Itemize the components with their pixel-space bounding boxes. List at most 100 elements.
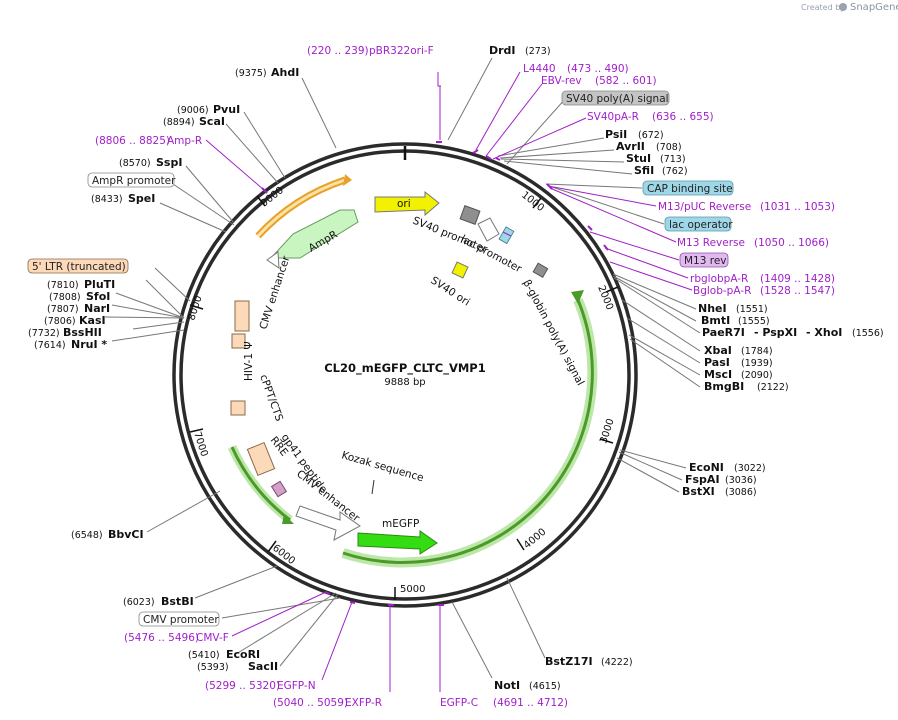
feature-capsules: SV40 poly(A) signal CAP binding site lac… bbox=[27, 90, 734, 627]
primer-m13-reverse-name: M13 Reverse bbox=[677, 237, 745, 249]
avrii-leader bbox=[499, 149, 615, 159]
site-xbai-name: XbaI bbox=[704, 344, 732, 357]
tick-4000-label: 4000 bbox=[522, 527, 549, 552]
tick-3000-label: 3000 bbox=[598, 417, 616, 445]
primer-cmv-f-range: (5476 .. 5496) bbox=[124, 632, 199, 644]
feature-arcs bbox=[227, 174, 598, 568]
amp-r-leader bbox=[205, 139, 265, 191]
site-nari-name: NarI bbox=[84, 302, 110, 315]
capsule-cap-binding-site-label: CAP binding site bbox=[647, 183, 733, 195]
capsule-cmv-promoter bbox=[138, 611, 220, 627]
primer-egfp-n-range: (5299 .. 5320) bbox=[205, 680, 280, 692]
capsule-m13-rev bbox=[679, 252, 729, 268]
site-pasi-pos: (1939) bbox=[741, 358, 773, 369]
ori-label: ori bbox=[397, 198, 411, 210]
site-nrui-pos: (7614) bbox=[34, 340, 66, 351]
site-drdi-name: DrdI bbox=[489, 44, 516, 57]
tick-4000-mark bbox=[516, 538, 525, 551]
site-xhoi-pos: (1556) bbox=[852, 328, 884, 339]
tick-3000-mark bbox=[599, 438, 614, 444]
primer-amp-r-name: Amp-R bbox=[167, 135, 202, 147]
green-feature-arc bbox=[342, 299, 594, 564]
cppt-cts-box bbox=[230, 400, 246, 416]
m13-reverse-mark bbox=[587, 225, 593, 231]
site-bmgbi-name: BmgBI bbox=[704, 380, 744, 393]
cap-lac-marks bbox=[498, 226, 515, 245]
site-bstz17i-pos: (4222) bbox=[601, 657, 633, 668]
site-pvui-pos: (9006) bbox=[177, 105, 209, 116]
psii-leader bbox=[497, 137, 605, 157]
pasi-leader bbox=[626, 317, 701, 364]
bmgbi-leader bbox=[629, 338, 701, 388]
capsule-m13-rev-label: M13 rev bbox=[684, 255, 727, 267]
site-kasi-name: KasI bbox=[79, 314, 106, 327]
site-bmti-name: BmtI bbox=[701, 314, 730, 327]
plasmid-length: 9888 bp bbox=[384, 377, 425, 388]
site-nrui-name: NruI * bbox=[71, 338, 107, 351]
pluti-leader bbox=[145, 279, 185, 319]
capsule-lac-operator bbox=[664, 216, 732, 232]
tick-8000-mark bbox=[189, 304, 204, 310]
site-sfii-name: SfiI bbox=[634, 164, 654, 177]
primer-pbr322ori-f-range: (220 .. 239) bbox=[307, 45, 369, 57]
egfp-n-mark bbox=[349, 601, 356, 604]
site-ecori-pos: (5410) bbox=[188, 650, 220, 661]
m13-puc-mark bbox=[546, 183, 553, 190]
orange-feature-arrowhead bbox=[343, 174, 352, 186]
brand-name: SnapGene bbox=[850, 2, 898, 13]
primer-cmv-f-name: CMV-F bbox=[196, 632, 229, 644]
primer-egfp-c-name: EGFP-C bbox=[440, 697, 478, 709]
primer-m13-reverse-range: (1050 .. 1066) bbox=[754, 237, 829, 249]
site-stui-pos: (713) bbox=[660, 154, 686, 165]
site-bbvci-pos: (6548) bbox=[71, 530, 103, 541]
primer-bglob-pa-r-range: (1528 .. 1547) bbox=[760, 285, 835, 297]
sfoi-leader bbox=[115, 292, 185, 319]
primer-exfp-r-range: (5040 .. 5059) bbox=[273, 697, 348, 709]
site-drdi-pos: (273) bbox=[525, 46, 551, 57]
kasi-leader bbox=[104, 316, 185, 319]
site-nari-pos: (7807) bbox=[47, 304, 79, 315]
ltr-leader bbox=[154, 267, 191, 302]
site-stui-name: StuI bbox=[626, 152, 651, 165]
rre-box bbox=[246, 441, 276, 477]
site-spei-name: SpeI bbox=[128, 192, 155, 205]
capsule-cap-binding-site bbox=[642, 180, 734, 196]
primer-l4440-range: (473 .. 490) bbox=[567, 63, 629, 75]
site-bbvci-name: BbvCI bbox=[108, 528, 144, 541]
site-pluti-name: PluTI bbox=[84, 278, 115, 291]
site-sspi-name: SspI bbox=[156, 156, 182, 169]
cmv-enhancer-arc-fill bbox=[234, 270, 253, 301]
orange-feature-arc-inner bbox=[256, 178, 346, 238]
xbai-leader bbox=[621, 299, 701, 352]
site-econi-pos: (3022) bbox=[734, 463, 766, 474]
site-bstxi-pos: (3086) bbox=[725, 487, 757, 498]
primer-sv40pa-r-name: SV40pA-R bbox=[587, 111, 639, 123]
site-ahdi-name: AhdI bbox=[271, 66, 299, 79]
green-left-arrowhead bbox=[282, 514, 294, 524]
primer-labels: (220 .. 239) pBR322ori-F L4440 (473 .. 4… bbox=[95, 45, 835, 709]
primer-ebv-rev-name: EBV-rev bbox=[541, 75, 582, 87]
rbglobpa-r-leader bbox=[604, 247, 689, 279]
cmv-f-mark bbox=[324, 591, 331, 595]
noti-leader bbox=[451, 601, 493, 679]
sv40-ori-box bbox=[451, 261, 469, 279]
ebv-rev-leader bbox=[485, 83, 543, 157]
cmv-promoter-leader bbox=[221, 597, 341, 619]
megfp-label: mEGFP bbox=[382, 518, 419, 530]
site-noti-pos: (4615) bbox=[529, 681, 561, 692]
sv40pa-r-mark bbox=[495, 157, 501, 161]
primer-bglob-pa-r-name: Bglob-pA-R bbox=[693, 285, 751, 297]
kozak-tick bbox=[371, 479, 375, 495]
cmv-enhancer-promoter-arrow bbox=[295, 505, 361, 541]
bsshii-leader bbox=[132, 321, 185, 330]
sfii-leader bbox=[503, 160, 633, 175]
m13-rev-mark bbox=[502, 231, 512, 237]
site-sfoi-pos: (7808) bbox=[49, 292, 81, 303]
sacii-leader bbox=[279, 593, 339, 667]
site-bstz17i-name: BstZ17I bbox=[545, 655, 593, 668]
primer-m13-puc-reverse-name: M13/pUC Reverse bbox=[658, 201, 751, 213]
primer-rbglobpa-r-name: rbglobpA-R bbox=[690, 273, 748, 285]
lac-promoter-label: lac promoter bbox=[459, 233, 525, 275]
site-bstxi-name: BstXI bbox=[682, 485, 715, 498]
